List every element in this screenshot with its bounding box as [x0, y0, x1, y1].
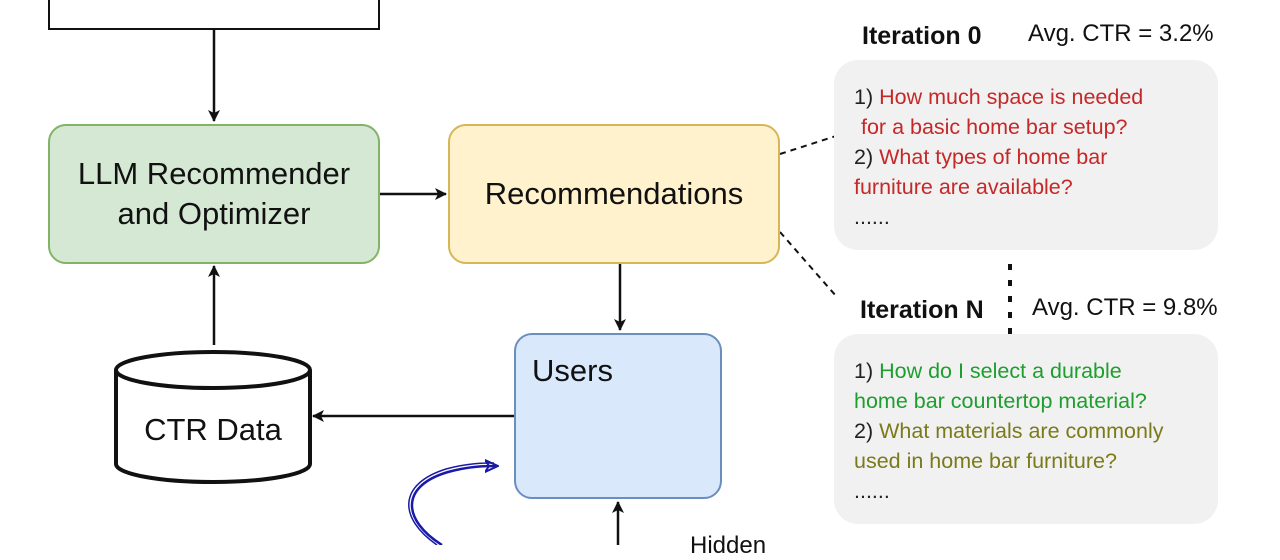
iteration-n-title: Iteration N — [860, 296, 984, 324]
feedback-arrow — [410, 466, 497, 545]
iteration-n-ellipsis: ...... — [854, 479, 890, 503]
iteration-0-q2-line1: What types of home bar — [879, 145, 1108, 169]
llm-label-line2: and Optimizer — [117, 196, 311, 231]
q2-number: 2) — [854, 419, 874, 443]
iteration-n-q2-line2: used in home bar furniture? — [854, 449, 1117, 473]
q2-number: 2) — [854, 145, 874, 169]
users-label: Users — [532, 353, 613, 388]
iteration-0-q1-line1: How much space is needed — [879, 85, 1144, 109]
iteration-n-q1-line1: How do I select a durable — [879, 359, 1122, 383]
users-node: Users — [514, 333, 722, 499]
ctr-data-label: CTR Data — [144, 412, 282, 447]
iteration-0-ellipsis: ...... — [854, 205, 890, 229]
dashed-link-iteration-0 — [779, 135, 837, 155]
iteration-n-q1-line2: home bar countertop material? — [854, 389, 1147, 413]
iteration-n-panel: 1) How do I select a durable home bar co… — [834, 334, 1218, 524]
iteration-0-q1-line2: for a basic home bar setup? — [861, 115, 1128, 139]
q1-number: 1) — [854, 85, 874, 109]
hidden-label-partial: Hidden — [690, 532, 767, 559]
iteration-0-title: Iteration 0 — [862, 22, 982, 50]
iteration-0-ctr: Avg. CTR = 3.2% — [1028, 20, 1214, 47]
llm-recommender-node: LLM Recommender and Optimizer — [48, 124, 380, 264]
feedback-arrow-shadow — [408, 462, 495, 545]
iteration-0-q2-line2: furniture are available? — [854, 175, 1073, 199]
recommendations-node: Recommendations — [448, 124, 780, 264]
q1-number: 1) — [854, 359, 874, 383]
dashed-link-iteration-n — [779, 231, 837, 297]
iteration-n-q2-line1: What materials are commonly — [879, 419, 1164, 443]
iteration-0-panel: 1) How much space is needed for a basic … — [834, 60, 1218, 250]
recommendations-label: Recommendations — [484, 176, 744, 211]
llm-label-line1: LLM Recommender — [77, 156, 351, 191]
input-box — [48, 0, 380, 30]
ctr-data-cylinder — [114, 350, 312, 484]
iteration-n-ctr: Avg. CTR = 9.8% — [1032, 294, 1218, 321]
